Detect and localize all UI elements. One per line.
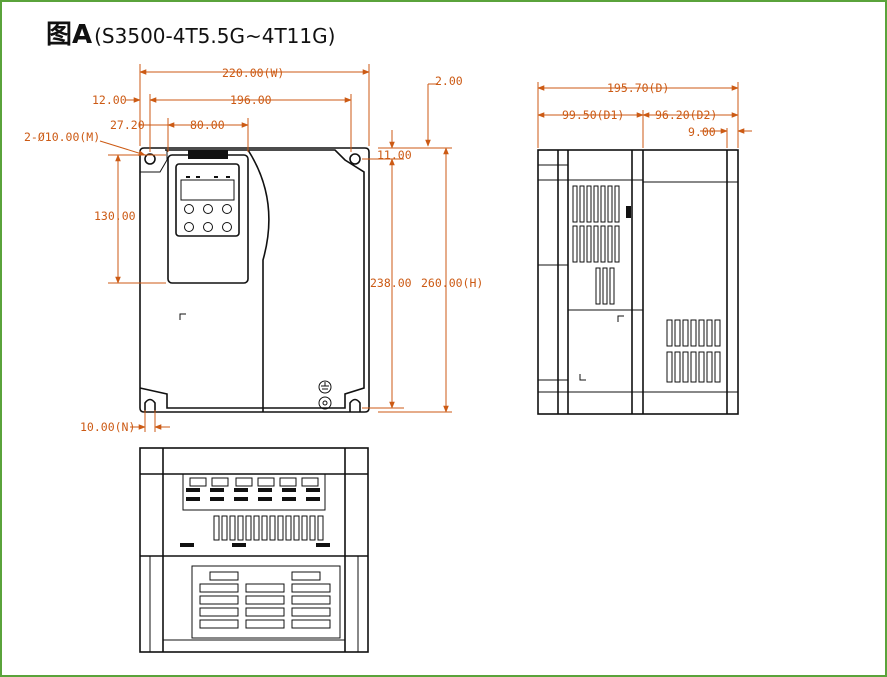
front-dimensions: 220.00(W) 196.00 12.00 80.00 27.20 2-Ø10…	[24, 64, 483, 434]
dim-hole: 2-Ø10.00(M)	[24, 130, 100, 144]
ground-symbol-icon	[318, 380, 332, 394]
corner-mark	[579, 374, 586, 381]
mount-hole-tl	[144, 153, 156, 165]
dim-keypad-height: 130.00	[94, 209, 136, 223]
dim-h-inner: 238.00	[370, 276, 412, 290]
keypad-panel	[167, 154, 249, 284]
front-housing-outline	[139, 147, 370, 413]
terminal-block	[182, 473, 326, 511]
dim-d2: 96.20(D2)	[655, 108, 717, 122]
keypad-button	[222, 204, 232, 214]
vent-slots-lower	[666, 319, 721, 383]
mount-slot-br	[349, 398, 361, 412]
dim-w: 220.00(W)	[222, 66, 284, 80]
front-view	[139, 147, 370, 413]
dim-h: 260.00(H)	[421, 276, 483, 290]
keypad-button	[184, 222, 194, 232]
bottom-view	[139, 447, 369, 653]
bottom-housing-outline	[139, 447, 369, 653]
dim-d1: 99.50(D1)	[562, 108, 624, 122]
front-cover-split	[247, 149, 270, 412]
fan-grille	[191, 565, 341, 639]
dim-lip: 9.00	[688, 125, 716, 139]
side-view	[537, 149, 739, 415]
side-housing-outline	[537, 149, 739, 415]
fan-grille-slots	[199, 571, 331, 629]
keypad-button	[203, 204, 213, 214]
bottom-vent-row	[213, 515, 324, 541]
keypad-button	[184, 204, 194, 214]
figure-model: (S3500-4T5.5G~4T11G)	[94, 24, 336, 48]
dim-left-margin: 12.00	[92, 93, 127, 107]
ground-screw	[318, 396, 332, 410]
vent-slots-upper	[572, 185, 620, 305]
corner-mark	[179, 313, 186, 320]
front-cover-corner	[140, 150, 168, 173]
front-cover-outline	[139, 149, 365, 409]
keypad-button	[203, 222, 213, 232]
dim-keypad-offset: 27.20	[110, 118, 145, 132]
figure-label: 图A	[46, 20, 93, 50]
keypad-display	[180, 179, 235, 201]
keypad-connector	[188, 150, 228, 159]
dim-hole-offset: 11.00	[377, 148, 412, 162]
dim-top-gap: 2.00	[435, 74, 463, 88]
mount-hole-tr	[349, 153, 361, 165]
figure-title: 图A(S3500-4T5.5G~4T11G)	[46, 14, 335, 51]
dim-keypad-width: 80.00	[190, 118, 225, 132]
mount-slot-bl	[144, 398, 156, 412]
corner-mark	[617, 315, 624, 322]
keypad-face	[175, 163, 240, 237]
dim-w-inner: 196.00	[230, 93, 272, 107]
side-dimensions: 195.70(D) 99.50(D1) 96.20(D2) 9.00	[537, 81, 752, 148]
dim-d: 195.70(D)	[607, 81, 669, 95]
dim-n: 10.00(N)	[80, 420, 135, 434]
keypad-button	[222, 222, 232, 232]
